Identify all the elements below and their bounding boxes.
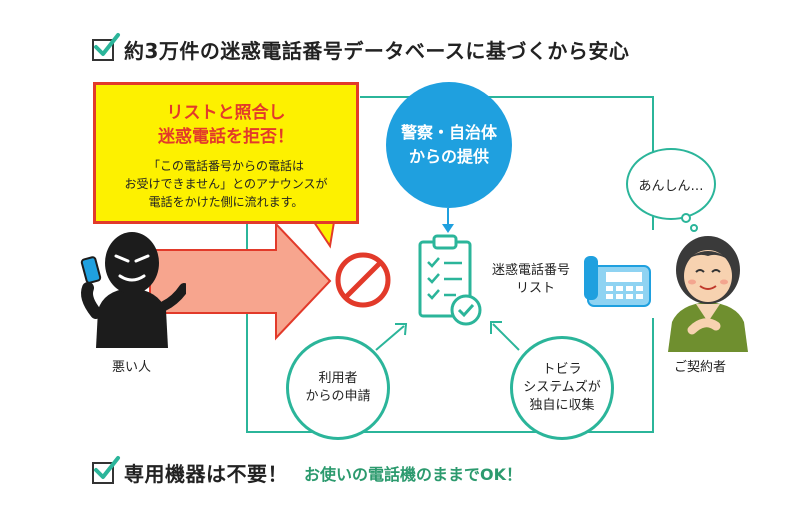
header-title: 約3万件の迷惑電話番号データベースに基づくから安心: [124, 39, 630, 63]
bad-person-label: 悪い人: [112, 360, 152, 375]
checkbox-icon: [92, 455, 120, 484]
police-source-circle: 警察・自治体 からの提供: [386, 82, 512, 208]
callout-body: 「この電話番号からの電話は お受けできません」とのアナウンスが 電話をかけた側に…: [124, 159, 328, 209]
header: 約3万件の迷惑電話番号データベースに基づくから安心: [92, 32, 630, 64]
speech-bubble-tail: [681, 213, 698, 232]
callout-box: リストと照合し 迷惑電話を拒否！ 「この電話番号からの電話は お受けできません」…: [93, 82, 359, 224]
user-request-circle: 利用者 からの申請: [286, 336, 390, 440]
bad-person-icon: [80, 232, 186, 348]
customer-label: ご契約者: [674, 360, 727, 375]
checkbox-icon: [92, 32, 120, 61]
customer-woman-icon: [668, 236, 748, 352]
tobira-collect-circle: トビラ システムズが 独自に収集: [510, 336, 614, 440]
callout-title: リストと照合し 迷惑電話を拒否！: [158, 103, 294, 147]
footer-subtitle: お使いの電話機のままでOK！: [304, 464, 523, 484]
speech-bubble: あんしん…: [626, 148, 716, 220]
footer: 専用機器は不要！ お使いの電話機のままでOK！: [92, 455, 523, 487]
telephone-icon: [584, 256, 651, 307]
list-label: 迷惑電話番号 リスト: [492, 263, 571, 296]
footer-title: 専用機器は不要！: [124, 462, 288, 486]
clipboard-list-icon: [418, 234, 482, 326]
